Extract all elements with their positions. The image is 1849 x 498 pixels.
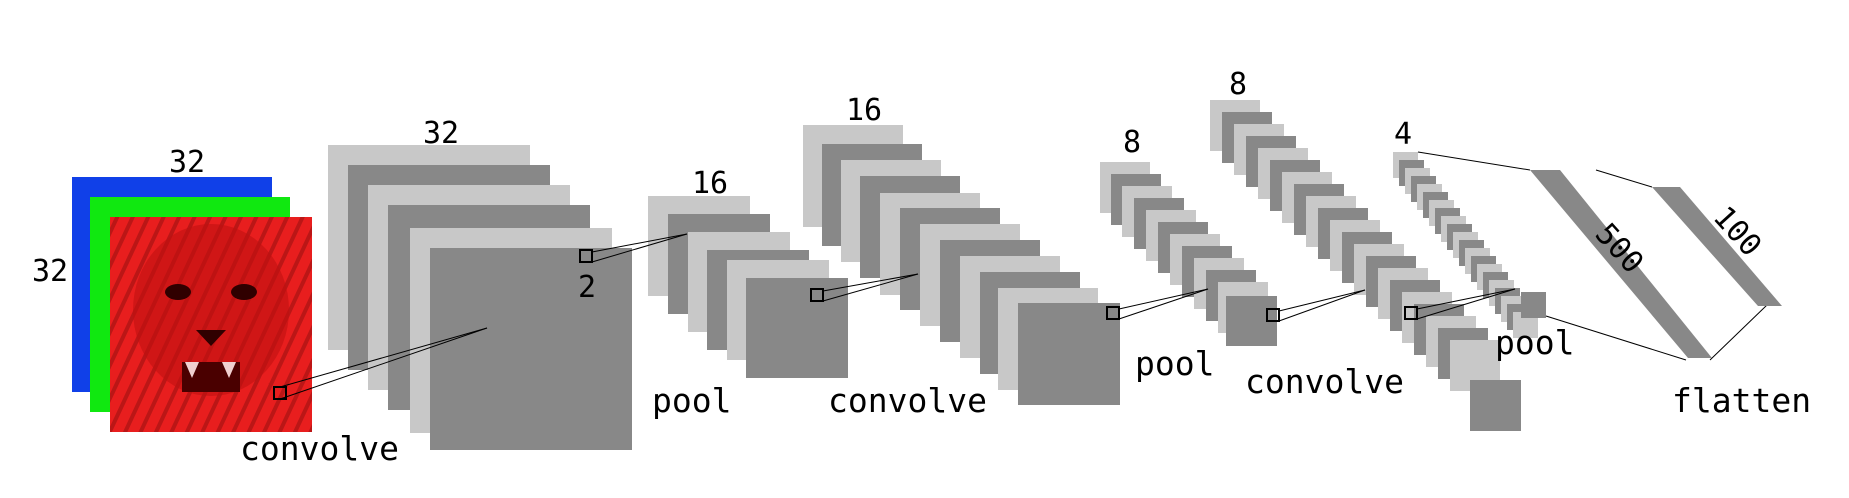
convolve-label-2: convolve [828,381,987,420]
conv3-size-label: 8 [1229,67,1247,102]
pool2-feature-maps [1100,162,1280,346]
feature-map [1521,292,1546,318]
conv1-kernel-box [579,249,593,263]
pool-label-1: pool [652,381,731,420]
pool1-kernel-box [810,288,824,302]
convolve-label-1: convolve [240,429,399,468]
input-width-label: 32 [169,145,205,180]
pool-label-3: pool [1495,323,1574,362]
input-height-label: 32 [32,254,68,289]
conv2-kernel-box [1106,306,1120,320]
pool1-size-label: 16 [692,166,728,201]
pool3-size-label: 4 [1394,117,1412,152]
kernel-size-label: 2 [578,270,596,305]
feature-map [1470,380,1521,431]
pool3-feature-maps [1393,152,1546,338]
conv3-feature-maps [1210,100,1521,431]
conv1-feature-maps [328,145,632,450]
input-image [72,177,312,432]
connection-lines [279,151,1768,400]
red-channel-tiger-image [110,217,312,432]
conv2-size-label: 16 [846,93,882,128]
conv3-kernel-box [1404,306,1418,320]
pool2-size-label: 8 [1123,125,1141,160]
dense-layers [1530,170,1782,358]
pool2-kernel-box [1266,308,1280,322]
pool-label-2: pool [1135,344,1214,383]
dense-layer-100 [1652,187,1782,306]
feature-map [1018,303,1120,405]
feature-map [430,248,632,450]
feature-map [746,278,848,378]
flatten-label: flatten [1672,381,1811,420]
pool1-feature-maps [648,196,848,378]
conv2-feature-maps [803,125,1120,405]
conv1-size-label: 32 [423,116,459,151]
dense-layer-500 [1530,170,1712,358]
convolve-label-3: convolve [1245,362,1404,401]
